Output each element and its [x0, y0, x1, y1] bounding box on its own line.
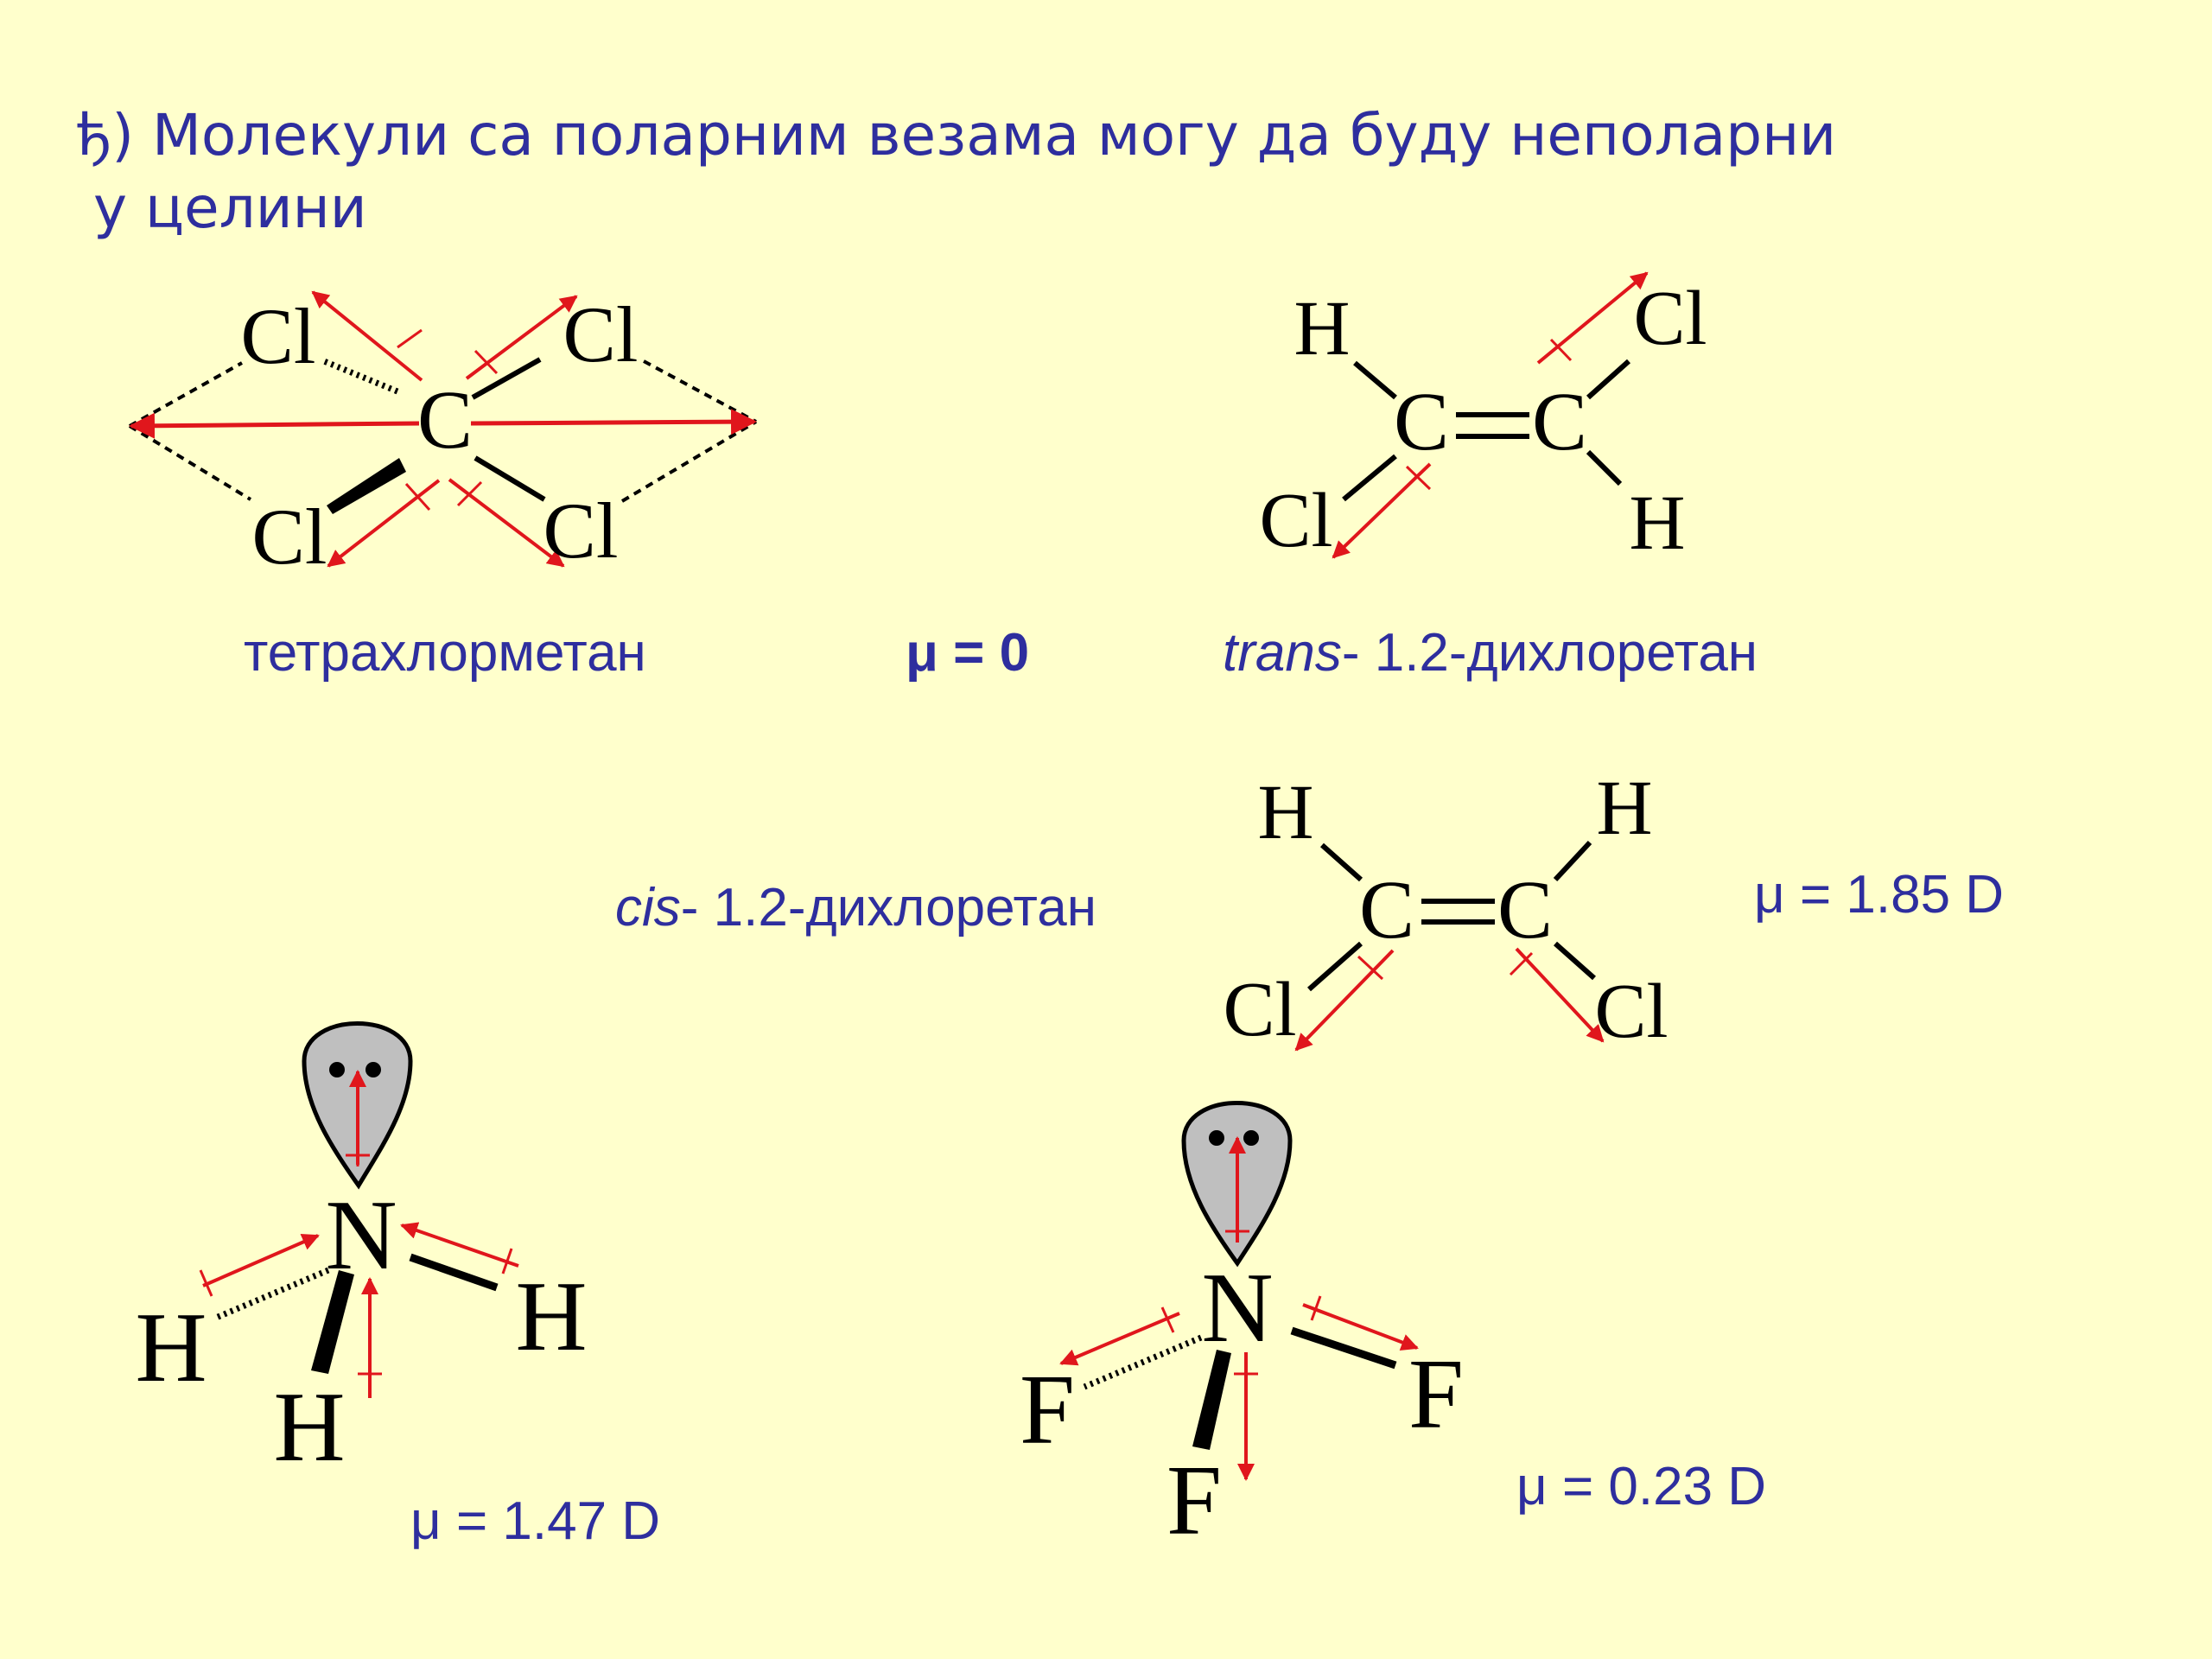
ccl4-hashed-bond: [322, 358, 399, 395]
trans-dipole-arrow: [1536, 271, 1649, 365]
ccl4-dipole-cross: [404, 482, 431, 512]
cis-bond-cl: [1307, 941, 1363, 992]
trans-bond-h: [1586, 449, 1623, 486]
ccl4-resultant-right-arrow: [470, 409, 757, 435]
ccl4-bond-lower-right: [474, 455, 546, 502]
trans-dipole-cross: [1405, 465, 1432, 491]
slide-title-line-1: ђ) Молекули са поларним везама могу да б…: [76, 102, 1837, 168]
trans-carbon-atom: C: [1532, 375, 1587, 467]
nh3-hydrogen-atom: H: [135, 1293, 207, 1402]
trans-bond-cl: [1586, 359, 1630, 400]
ccl4-wedge-bond: [327, 458, 406, 514]
ccl4-chlorine-atom: Cl: [241, 292, 316, 380]
nh3-dipole-cross: [199, 1269, 213, 1297]
nf3-fluorine-atom: F: [1166, 1446, 1222, 1555]
nf3-dipole-cross: [1160, 1306, 1175, 1333]
nf3-nitrogen-atom: N: [1201, 1253, 1273, 1363]
nh3-dipole-arrow: [202, 1234, 320, 1287]
trans-bond-cl: [1342, 454, 1397, 502]
slide-title-line-2: у целини: [93, 175, 367, 241]
trans-chlorine-atom: Cl: [1259, 478, 1332, 563]
ccl4-carbon-atom: C: [417, 373, 473, 466]
ccl4-chlorine-atom: Cl: [563, 290, 639, 378]
cis-chlorine-atom: Cl: [1594, 969, 1668, 1054]
cis-carbon-atom: C: [1359, 863, 1414, 956]
cis-hydrogen-atom: H: [1597, 766, 1653, 851]
nf3-hashed-bond: [1083, 1334, 1203, 1390]
ccl4-name-label: тетрахлорметан: [244, 623, 646, 683]
cis-name-rest: - 1.2-дихлоретан: [680, 878, 1096, 938]
nh3-dipole-cross: [501, 1248, 513, 1274]
trans-carbon-atom: C: [1394, 375, 1449, 467]
ccl4-dipole-cross: [456, 480, 483, 507]
ccl4-dipole-arrow: [327, 479, 441, 568]
trans-prefix: trans: [1223, 623, 1342, 683]
trans-chlorine-atom: Cl: [1633, 276, 1707, 361]
trans-dipole-arrow: [1332, 462, 1432, 559]
ccl4-chlorine-atom: Cl: [543, 486, 619, 575]
ccl4-dotted-edge: [128, 424, 252, 501]
nh3-hydrogen-atom: H: [515, 1262, 587, 1371]
nh3-hashed-bond: [214, 1267, 330, 1321]
nf3-lone-pair-electron: [1243, 1130, 1259, 1146]
cis-hydrogen-atom: H: [1258, 770, 1314, 855]
nf3-fluorine-atom: F: [1020, 1355, 1075, 1465]
ccl4-bond-upper-right: [471, 357, 542, 400]
nf3-dipole-cross: [1310, 1295, 1322, 1321]
cis-chlorine-atom: Cl: [1223, 967, 1296, 1052]
nf3-dipole-arrow: [1059, 1312, 1180, 1366]
trans-bond-h: [1353, 360, 1397, 400]
cis-prefix: cis: [615, 878, 681, 938]
cis-name-label: cis- 1.2-дихлоретан: [615, 877, 1096, 938]
cis-bond-h: [1320, 842, 1363, 882]
cis-bond-cl: [1554, 941, 1596, 981]
cis-bond-h: [1553, 840, 1592, 882]
nf3-lone-pair-electron: [1209, 1130, 1224, 1146]
mu-nf3-label: μ = 0.23 D: [1516, 1457, 1767, 1516]
trans-name-rest: - 1.2-дихлоретан: [1341, 623, 1758, 683]
mu-cis-label: μ = 1.85 D: [1754, 865, 2005, 925]
cis-dipole-cross: [1509, 951, 1534, 976]
nh3-nitrogen-atom: N: [325, 1180, 397, 1290]
nh3-wedge-bond: [311, 1270, 354, 1374]
trans-name-label: trans- 1.2-дихлоретан: [1223, 622, 1758, 683]
nh3-dipole-arrow: [400, 1222, 519, 1268]
ccl4-dotted-edge: [129, 361, 243, 428]
nh3-hydrogen-atom: H: [273, 1372, 345, 1482]
ccl4-dipole-arrow: [311, 290, 423, 382]
ammonia-molecule: N H H H: [135, 1021, 588, 1482]
mu-zero-label: μ = 0: [906, 623, 1030, 683]
ccl4-chlorine-atom: Cl: [252, 493, 327, 581]
trans-dipole-cross: [1549, 338, 1573, 362]
nf3-wedge-bond: [1192, 1350, 1231, 1450]
cis-carbon-atom: C: [1497, 863, 1553, 956]
nitrogen-trifluoride-molecule: N F F F: [1020, 1101, 1464, 1555]
cis-dipole-arrow: [1515, 947, 1605, 1043]
trans-hydrogen-atom: H: [1294, 286, 1351, 372]
nf3-bond-right: [1290, 1326, 1397, 1370]
ccl4-dotted-edge: [643, 359, 757, 423]
ccl4-dipole-cross: [474, 349, 499, 375]
trans-dichloroethene-molecule: C C H Cl Cl H: [1259, 271, 1707, 566]
nf3-fluorine-atom: F: [1408, 1339, 1464, 1449]
ccl4-molecule: C Cl Cl Cl Cl: [128, 290, 758, 581]
ccl4-dotted-edge: [620, 420, 758, 503]
nf3-dipole-arrow: [1302, 1303, 1419, 1351]
ccl4-dipole-cross: [397, 328, 423, 349]
nh3-bond-right: [409, 1253, 499, 1292]
cis-dipole-arrow: [1294, 949, 1395, 1052]
mu-nh3-label: μ = 1.47 D: [410, 1491, 661, 1551]
cis-dipole-cross: [1357, 955, 1384, 981]
ccl4-dipole-arrow: [465, 295, 578, 380]
nh3-lone-pair-electron: [329, 1062, 345, 1077]
trans-hydrogen-atom: H: [1630, 480, 1686, 566]
nh3-lone-pair-electron: [365, 1062, 381, 1077]
ccl4-resultant-left-arrow: [129, 412, 420, 439]
cis-dichloroethene-molecule: C C H H Cl Cl: [1223, 766, 1668, 1054]
